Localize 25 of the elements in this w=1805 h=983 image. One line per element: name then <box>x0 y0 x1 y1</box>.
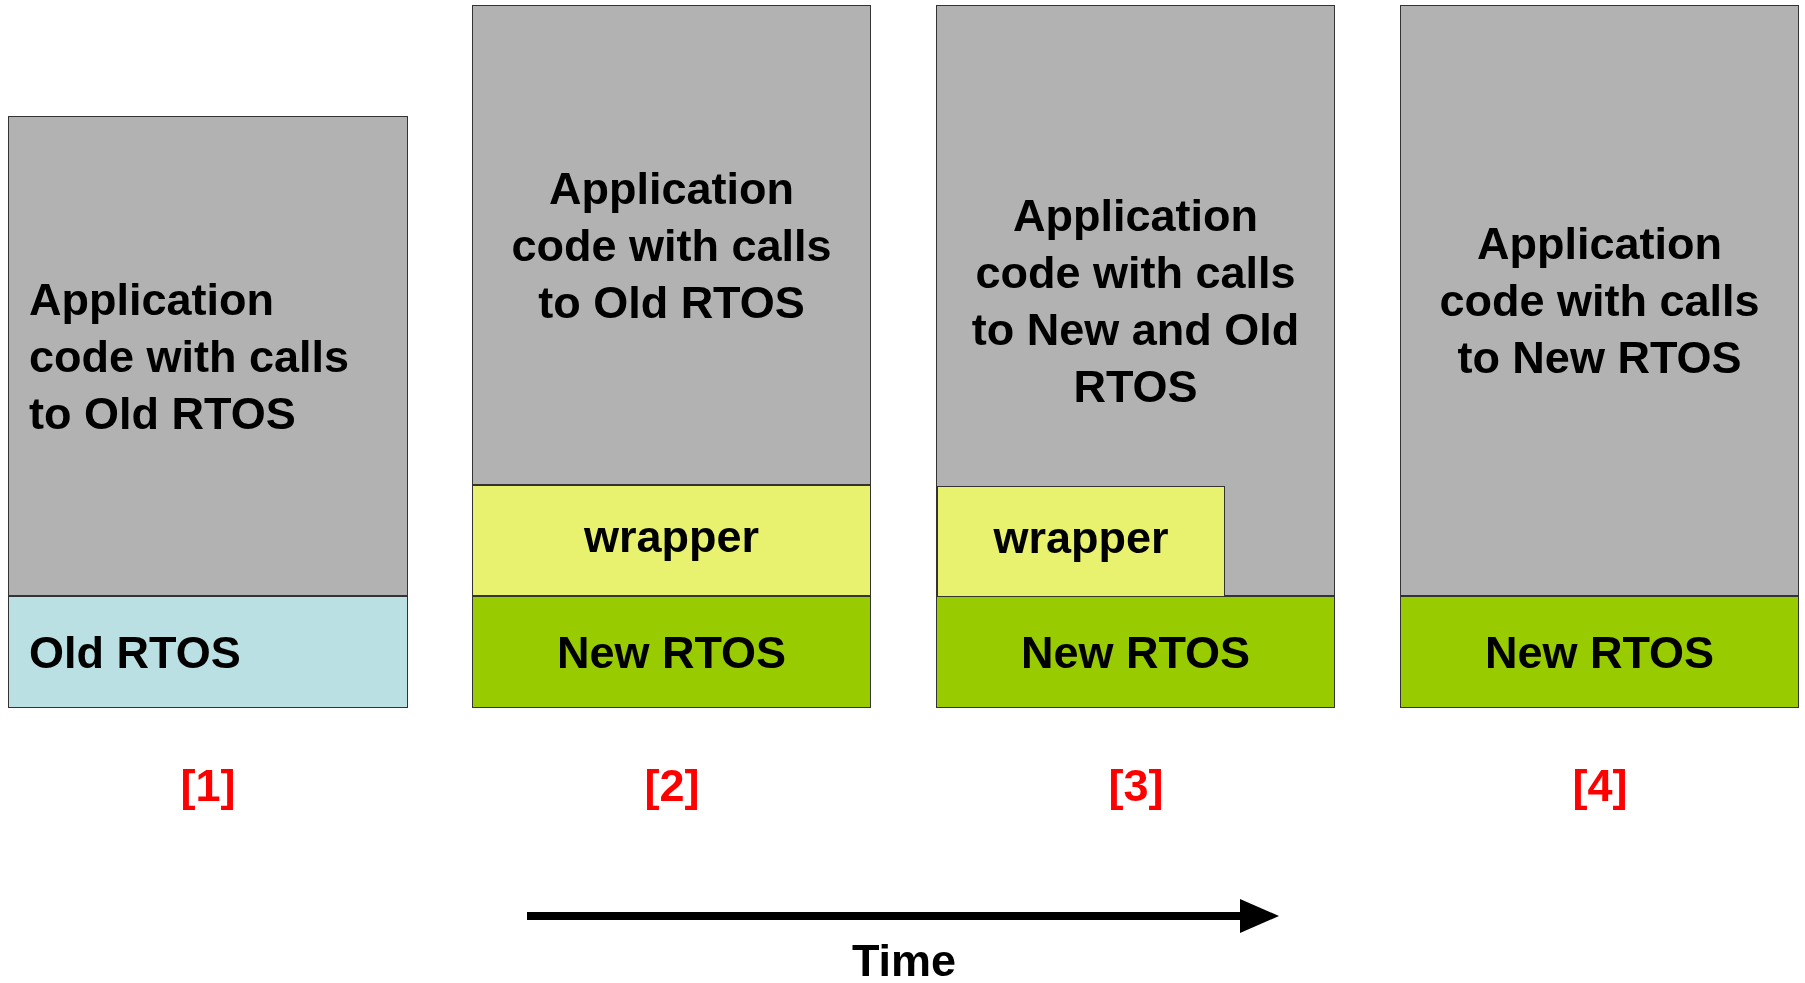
stage-number: [1] <box>180 760 236 812</box>
application-block <box>936 5 1335 596</box>
wrapper-block <box>472 485 871 596</box>
block-text: Application code with calls to Old RTOS <box>510 161 833 330</box>
application-block <box>1400 5 1799 596</box>
stage-number: [3] <box>1108 760 1164 812</box>
application-block <box>8 116 408 596</box>
block-text: New RTOS <box>1020 625 1251 680</box>
block-text: wrapper <box>993 511 1169 565</box>
block-text: Application code with calls to New and Old RTOS <box>970 188 1301 414</box>
block-text: Application code with calls to Old RTOS <box>29 272 351 441</box>
stage-number: [4] <box>1572 760 1628 812</box>
block-text: Old RTOS <box>29 625 241 680</box>
stage-number: [2] <box>644 760 700 812</box>
rtos-block <box>1400 596 1799 708</box>
rtos-block <box>8 596 408 708</box>
axis-label: Time <box>851 935 957 983</box>
wrapper-block <box>937 486 1225 597</box>
block-text: New RTOS <box>1484 625 1715 680</box>
application-block <box>472 5 871 485</box>
block-text: Application code with calls to New RTOS <box>1438 217 1761 385</box>
rtos-block <box>472 596 871 708</box>
block-text: wrapper <box>583 510 760 564</box>
block-text: New RTOS <box>556 625 787 680</box>
rtos-block <box>936 596 1335 708</box>
